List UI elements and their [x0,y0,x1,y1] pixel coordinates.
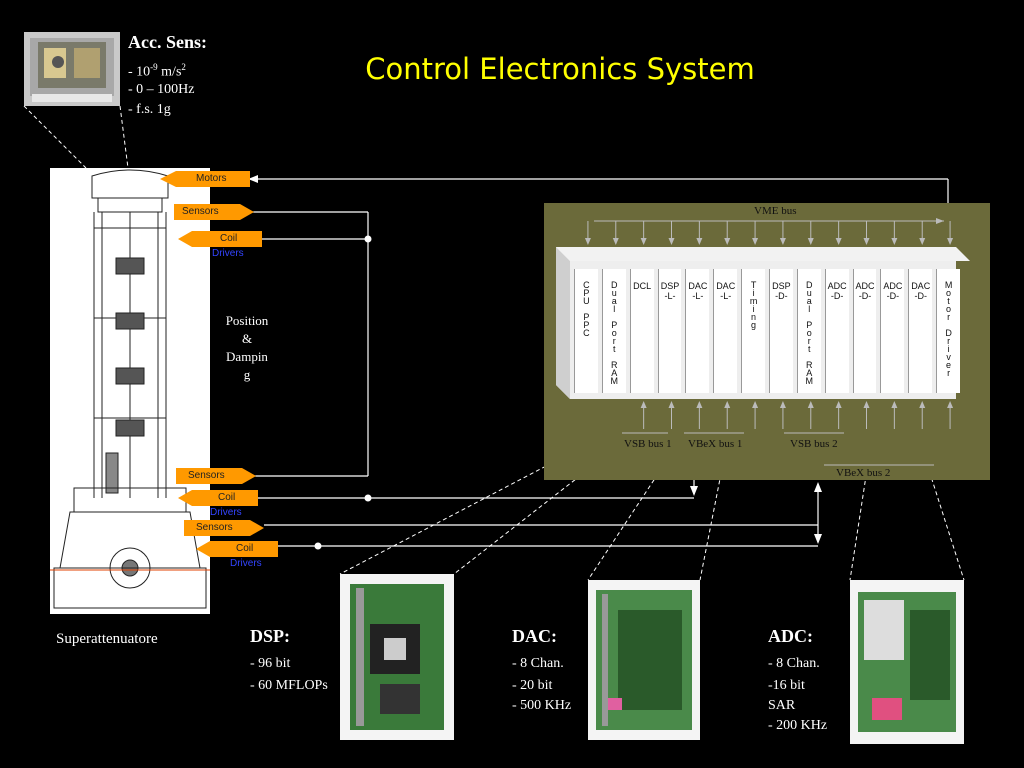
crate-module-label: DSP -D- [772,281,791,301]
crate-module-label: ADC -D- [827,281,847,301]
superattenuator-caption: Superattenuatore [56,631,158,647]
crate-module-12: DAC -D- [908,269,933,393]
dac-spec-1: - 8 Chan. [512,656,564,671]
crate-module-6: T i m i n g [741,269,765,393]
crate-module-2: DCL [629,269,654,393]
crate-module-1: D u a l P o r t R A M [601,269,626,393]
crate-module-5: DAC -L- [713,269,738,393]
motors-label: Motors [196,173,227,184]
crate-modules: C P U P P C D u a l P o r t R A M DCL DSP -… [574,269,964,397]
crate-module-label: DAC -D- [911,281,931,301]
crate-module-label: D u a l P o r t R A M [805,280,814,386]
vme-crate: VME bus C P U P P C D u a l P o r t R A M… [544,203,990,480]
crate-module-label: DCL [633,281,652,291]
adc-board-photo [850,580,964,744]
acc-spec-range: - 10-9 m/s2 [128,62,186,80]
sensors-tag-low: Sensors [184,520,264,541]
motors-tag: Motors [160,171,250,192]
crate-module-label: ADC -D- [883,281,903,301]
dac-spec-3: - 500 KHz [512,698,572,713]
crate-module-0: C P U P P C [574,269,598,393]
crate-module-label: DAC -L- [688,281,708,301]
dac-board-photo [588,580,700,740]
vsb-bus2-label: VSB bus 2 [790,438,838,450]
drivers-label-mid: Drivers [210,507,242,518]
acc-spec-bandwidth: - 0 – 100Hz [128,82,195,97]
crate-module-7: DSP -D- [769,269,793,393]
crate-module-label: DAC -L- [716,281,736,301]
dac-heading: DAC: [512,626,557,646]
sensors-tag-mid: Sensors [176,468,256,489]
accelerometer-photo [24,32,120,106]
acc-heading: Acc. Sens: [128,32,207,52]
crate-module-label: C P U P P C [583,280,590,338]
superattenuator-drawing [50,168,210,614]
dsp-heading: DSP: [250,626,290,646]
vbex-bus1-label: VBeX bus 1 [688,438,743,450]
adc-spec-3: SAR [768,698,796,713]
crate-module-13: M o t o r D r i v e r [936,269,960,393]
crate-module-8: D u a l P o r t R A M [796,269,821,393]
vme-bus-label: VME bus [754,205,797,217]
acc-spec-fullscale: - f.s. 1g [128,102,171,117]
coil-tag-top: Coil [178,231,262,252]
adc-spec-1: - 8 Chan. [768,656,820,671]
dac-spec-2: - 20 bit [512,678,553,693]
sensors-tag-top: Sensors [174,204,254,225]
vbex-bus2-label: VBeX bus 2 [836,467,891,479]
crate-module-label: M o t o r D r i v e r [944,280,953,378]
crate-module-label: DSP -L- [660,281,680,301]
adc-spec-2: -16 bit [768,678,805,693]
adc-spec-4: - 200 KHz [768,718,828,733]
dsp-spec-1: - 96 bit [250,656,291,671]
crate-module-11: ADC -D- [880,269,905,393]
crate-module-9: ADC -D- [824,269,849,393]
crate-module-label: T i m i n g [749,280,758,330]
coil-tag-low: Coil [196,541,278,562]
crate-module-4: DAC -L- [685,269,710,393]
page-title: Control Electronics System [365,52,755,86]
coil-tag-mid: Coil [178,490,258,511]
vsb-bus1-label: VSB bus 1 [624,438,672,450]
crate-module-label: ADC -D- [855,281,875,301]
dsp-spec-2: - 60 MFLOPs [250,678,328,693]
drivers-label-low: Drivers [230,558,262,569]
position-damping-label: Position & Dampin g [225,313,269,382]
dsp-board-photo [340,574,454,740]
drivers-label-top: Drivers [212,248,244,259]
crate-module-label: D u a l P o r t R A M [610,280,619,386]
crate-module-10: ADC -D- [852,269,877,393]
adc-heading: ADC: [768,626,813,646]
crate-module-3: DSP -L- [657,269,682,393]
